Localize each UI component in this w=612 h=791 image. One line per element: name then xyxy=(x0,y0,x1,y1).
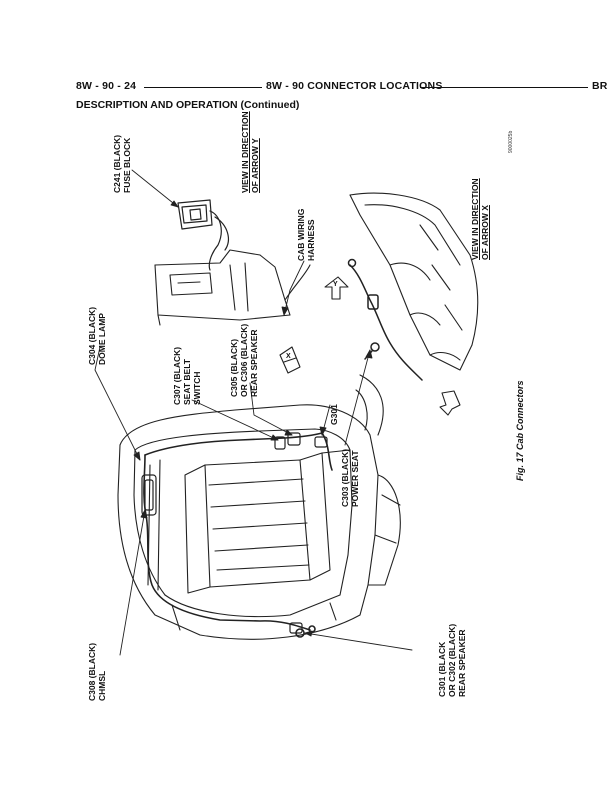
dash-area-drawing xyxy=(154,249,311,326)
c301-line-2: OR C302 (BLACK) xyxy=(447,623,457,697)
arrow-y-marker xyxy=(324,276,349,300)
header-rule-right xyxy=(420,87,588,88)
c303-line-2: POWER SEAT xyxy=(350,450,360,507)
view-x-line-2: OF ARROW X xyxy=(480,205,490,260)
c305-line-2: OR C306 (BLACK) xyxy=(239,323,249,397)
label-c308-chmsl: C308 (BLACK) CHMSL xyxy=(87,643,107,701)
door-sill-drawing xyxy=(349,192,479,371)
label-c241-fuse-block: C241 (BLACK) FUSE BLOCK xyxy=(112,135,132,193)
c307-line-1: C307 (BLACK) xyxy=(172,346,182,405)
page-reference: 8W - 90 - 24 xyxy=(76,80,137,92)
section-title: 8W - 90 CONNECTOR LOCATIONS xyxy=(266,80,443,92)
c303-line-1: C303 (BLACK) xyxy=(340,448,350,507)
c301-line-1: C301 (BLACK xyxy=(437,641,447,697)
label-c304-dome-lamp: C304 (BLACK) DOME LAMP xyxy=(87,307,107,365)
fuse-block-drawing xyxy=(177,199,229,271)
cab-harness-line-2: HARNESS xyxy=(306,219,316,261)
cab-harness-line-1: CAB WIRING xyxy=(296,208,306,261)
c241-line-1: C241 (BLACK) xyxy=(112,134,122,193)
arrow-x-letter: X xyxy=(286,353,291,360)
header-rule-left xyxy=(144,87,262,88)
c305-line-1: C305 (BLACK) xyxy=(229,338,239,397)
c307-line-2: SEAT BELT xyxy=(182,359,192,405)
view-x-line-1: VIEW IN DIRECTION xyxy=(470,178,480,260)
g301-line-1: G301 xyxy=(329,404,339,425)
c307-line-3: SWITCH xyxy=(192,371,202,405)
label-c301-rear-speaker: C301 (BLACK OR C302 (BLACK) REAR SPEAKER xyxy=(437,624,467,697)
cab-body-drawing xyxy=(117,374,401,640)
label-view-arrow-x: VIEW IN DIRECTION OF ARROW X xyxy=(470,178,490,260)
c241-line-2: FUSE BLOCK xyxy=(122,137,132,193)
arrow-x-marker xyxy=(279,346,301,374)
section-subheader: DESCRIPTION AND OPERATION (Continued) xyxy=(76,99,299,111)
c308-line-2: CHMSL xyxy=(97,670,107,701)
view-y-line-2: OF ARROW Y xyxy=(250,138,260,193)
label-c307-seat-belt-switch: C307 (BLACK) SEAT BELT SWITCH xyxy=(172,347,202,405)
cab-connectors-figure: C241 (BLACK) FUSE BLOCK VIEW IN DIRECTIO… xyxy=(60,111,550,725)
arrow-y-letter: Y xyxy=(333,281,338,288)
connector-shapes xyxy=(141,432,328,634)
cab-line-drawing xyxy=(94,169,479,656)
direction-arrow-marker xyxy=(439,390,461,416)
c308-line-1: C308 (BLACK) xyxy=(87,642,97,701)
image-code: 9000025b xyxy=(508,130,514,153)
subheader-continued: (Continued) xyxy=(240,99,300,111)
c301-line-3: REAR SPEAKER xyxy=(457,629,467,697)
c304-line-2: DOME LAMP xyxy=(97,313,107,365)
model-code: BR xyxy=(592,80,608,92)
view-y-line-1: VIEW IN DIRECTION xyxy=(240,111,250,193)
sill-harness xyxy=(347,258,423,381)
subheader-title: DESCRIPTION AND OPERATION xyxy=(76,99,238,111)
figure-caption: Fig. 17 Cab Connectors xyxy=(515,380,525,481)
label-c305-rear-speaker: C305 (BLACK) OR C306 (BLACK) REAR SPEAKE… xyxy=(229,324,259,397)
label-c303-power-seat: C303 (BLACK) POWER SEAT xyxy=(340,449,360,507)
label-view-arrow-y: VIEW IN DIRECTION OF ARROW Y xyxy=(240,111,260,193)
label-g301: G301 xyxy=(329,404,339,425)
c304-line-1: C304 (BLACK) xyxy=(87,306,97,365)
label-cab-wiring-harness: CAB WIRING HARNESS xyxy=(296,209,316,261)
leader-lines xyxy=(94,169,413,656)
c305-line-3: REAR SPEAKER xyxy=(249,329,259,397)
page-header: 8W - 90 - 24 8W - 90 CONNECTOR LOCATIONS… xyxy=(76,80,608,96)
